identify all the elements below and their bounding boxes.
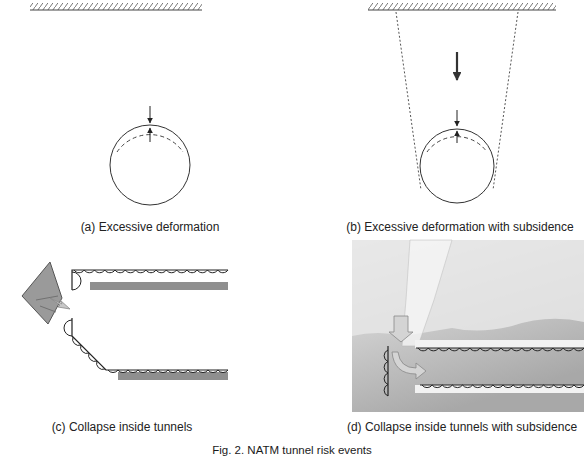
panel-label: (c) Collapse inside tunnels xyxy=(52,420,193,434)
scallop-row xyxy=(108,370,228,373)
panel-b xyxy=(368,3,556,203)
collapse-crack xyxy=(36,296,58,312)
subsidence-arrow xyxy=(456,52,458,80)
panel-a xyxy=(30,3,202,205)
tunnel-lining xyxy=(416,347,584,348)
ground-hatch xyxy=(30,3,202,10)
upper-soil xyxy=(352,240,584,336)
panel-label: (a) Excessive deformation xyxy=(81,220,220,234)
tunnel-lining xyxy=(72,318,228,370)
subsidence-zone xyxy=(396,12,421,190)
scallop-row xyxy=(384,350,388,396)
panel-c xyxy=(22,262,228,380)
scallop-row xyxy=(418,348,584,351)
panel-d xyxy=(352,240,584,412)
scallop-row xyxy=(422,385,584,388)
ground-hatch xyxy=(368,3,556,10)
lining-band xyxy=(118,372,228,380)
load-arrow xyxy=(150,106,151,123)
scallop-row xyxy=(73,337,105,369)
tunnel-section xyxy=(420,129,494,203)
ground-line xyxy=(30,10,202,11)
lining-band xyxy=(415,340,584,348)
tunnel-section xyxy=(110,125,190,205)
lining-band xyxy=(415,385,584,393)
shotcrete-scallops xyxy=(64,270,228,373)
scallop-row xyxy=(64,320,72,336)
collapse-arrow xyxy=(392,352,426,379)
subsidence-arrow xyxy=(389,316,413,342)
tunnel-lining xyxy=(420,384,584,385)
ground-line xyxy=(368,10,556,11)
deformation-arrow xyxy=(457,131,458,143)
panel-label: (d) Collapse inside tunnels with subside… xyxy=(347,420,577,434)
collapse-arrow xyxy=(50,298,70,309)
load-arrow xyxy=(457,110,458,126)
ground-body xyxy=(352,240,584,412)
shotcrete-scallops xyxy=(384,348,584,396)
collapsed-face xyxy=(22,262,62,324)
tunnel-face xyxy=(387,346,388,396)
panel-label: (b) Excessive deformation with subsidenc… xyxy=(346,220,573,234)
lining-band xyxy=(90,282,228,290)
scallop-row xyxy=(74,270,228,273)
deformation-arrow xyxy=(150,128,151,142)
sinkhole xyxy=(402,240,452,346)
figure-caption: Fig. 2. NATM tunnel risk events xyxy=(212,443,372,457)
scallop-row xyxy=(72,272,81,290)
subsidence-zone xyxy=(493,12,518,190)
tunnel-lining xyxy=(72,270,228,290)
